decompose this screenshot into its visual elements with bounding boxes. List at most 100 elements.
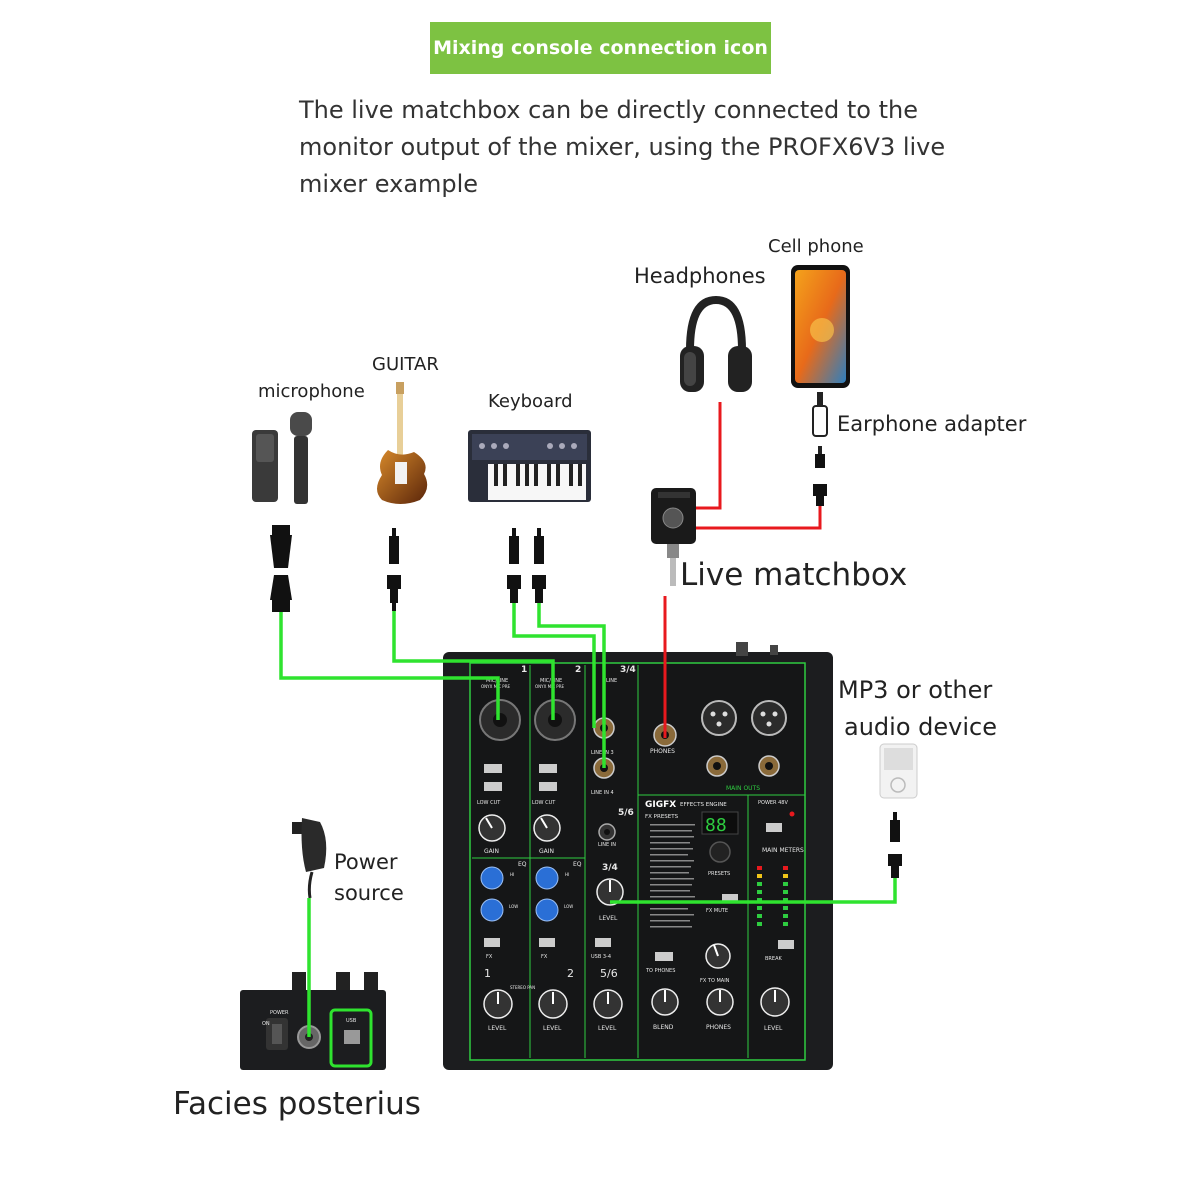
gigfx-logo: GIGFX: [645, 800, 676, 810]
green-cables: [279, 603, 897, 1037]
ch2-onyx-label: ONYX MIC PRE: [535, 684, 564, 689]
ch56-level-label: LEVEL: [598, 1025, 617, 1032]
power-source-label-line2: source: [334, 881, 404, 905]
usb34-label: USB 3-4: [591, 954, 611, 960]
ch2-number: 2: [567, 967, 574, 980]
fx-mute-label: FX MUTE: [706, 908, 728, 914]
effects-engine-label: EFFECTS ENGINE: [680, 802, 727, 808]
keyboard-icon: [468, 430, 591, 502]
microphone-icon: [252, 412, 312, 504]
intro-text: The live matchbox can be directly connec…: [299, 96, 946, 198]
ch2-low-label: LOW: [564, 904, 573, 909]
break-button[interactable]: [778, 940, 794, 949]
ch56-number: 5/6: [600, 967, 618, 980]
ch1-hi-label: HI: [510, 872, 514, 877]
rear-power-label: POWER: [270, 1010, 289, 1016]
main-level-meters: [757, 866, 788, 926]
ch1-low-label: LOW: [509, 904, 518, 909]
live-matchbox-icon: [651, 488, 696, 586]
xlr-connector-icon: [270, 525, 292, 612]
main-out-left-xlr[interactable]: [701, 700, 737, 736]
red-cables: [663, 402, 822, 738]
power-adapter-icon: [292, 818, 327, 899]
ch2-mic-line-label: MIC/LINE: [540, 678, 562, 684]
ch2-eq-label: EQ: [573, 861, 582, 868]
jack-connector-icon: [507, 528, 546, 603]
channel-56-label: 5/6: [618, 808, 634, 818]
ch34-level-text: LEVEL: [599, 915, 618, 922]
ch1-fx-button[interactable]: [484, 938, 500, 947]
channel-2-label: 2: [575, 665, 581, 675]
ch1-level-label: LEVEL: [488, 1025, 507, 1032]
line-in-label: LINE IN: [598, 842, 616, 848]
fx-to-main-label: FX TO MAIN: [700, 978, 730, 984]
earphone-adapter-label: Earphone adapter: [837, 412, 1027, 436]
rear-panel-label: Facies posterius: [173, 1086, 421, 1122]
keyboard-label: Keyboard: [488, 391, 573, 412]
guitar-label: GUITAR: [372, 354, 439, 375]
ch2-hi-label: HI: [565, 872, 569, 877]
ch1-gain-label: GAIN: [484, 848, 499, 855]
rear-panel-icon: POWER ON USB: [240, 972, 386, 1070]
power-source-label-line1: Power: [334, 850, 398, 874]
phones-label: PHONES: [650, 748, 675, 755]
channel-34-label: 3/4: [620, 665, 636, 675]
ch34-line-label: LINE: [606, 678, 617, 684]
jack-connector-icon: [387, 528, 401, 611]
main-level-label: LEVEL: [764, 1025, 783, 1032]
phantom-power-button[interactable]: [766, 823, 782, 832]
ch1-hi-eq-knob[interactable]: [480, 866, 504, 890]
ch2-level-label: LEVEL: [543, 1025, 562, 1032]
stereo-pan-label: STEREO PAN: [510, 985, 535, 990]
break-label: BREAK: [765, 956, 782, 962]
ch2-hi-eq-knob[interactable]: [535, 866, 559, 890]
ch1-fx-label: FX: [486, 954, 493, 960]
headphones-label: Headphones: [634, 264, 766, 288]
rear-on-label: ON: [262, 1021, 270, 1027]
ch2-lowcut-button[interactable]: [539, 782, 557, 791]
live-matchbox-label: Live matchbox: [680, 557, 908, 593]
ch2-lowcut-label: LOW CUT: [532, 800, 556, 806]
main-outs-label: MAIN OUTS: [726, 785, 760, 792]
guitar-icon: [377, 382, 428, 504]
to-phones-label: TO PHONES: [645, 968, 675, 974]
ch2-fx-label: FX: [541, 954, 548, 960]
to-phones-button[interactable]: [655, 952, 673, 961]
main-meters-label: MAIN METERS: [762, 847, 804, 854]
fx-mute-button[interactable]: [722, 894, 738, 902]
presets-knob[interactable]: [709, 841, 731, 863]
main-out-right-xlr[interactable]: [751, 700, 787, 736]
jack-connector-icon: [888, 812, 902, 878]
mp3-label-line2: audio device: [844, 713, 997, 741]
presets-label: PRESETS: [708, 871, 730, 877]
mixer-console: 1 2 3/4 MIC/LINE MIC/LINE ONYX MIC PRE O…: [443, 642, 833, 1070]
earphone-adapter-icon: [812, 392, 828, 506]
ch1-lowcut-label: LOW CUT: [477, 800, 501, 806]
usb34-button[interactable]: [595, 938, 611, 947]
line-in-4-label: LINE IN 4: [591, 790, 614, 796]
rear-usb-label: USB: [346, 1018, 357, 1024]
cell-phone-label: Cell phone: [768, 236, 864, 257]
ch1-number: 1: [484, 967, 491, 980]
ch1-hiz-button[interactable]: [484, 764, 502, 773]
preset-display: 88: [705, 815, 727, 836]
title-banner: Mixing console connection icon: [430, 22, 771, 74]
mp3-player-icon: [879, 743, 918, 799]
blend-label: BLEND: [653, 1024, 674, 1031]
power-48v-label: POWER 48V: [758, 800, 788, 806]
phones-level-label: PHONES: [706, 1024, 731, 1031]
ch1-low-eq-knob[interactable]: [480, 898, 504, 922]
ch2-low-eq-knob[interactable]: [535, 898, 559, 922]
microphone-label: microphone: [258, 381, 365, 402]
ch2-hiz-button[interactable]: [539, 764, 557, 773]
channel-34-level-label: 3/4: [602, 863, 618, 873]
ch2-fx-button[interactable]: [539, 938, 555, 947]
ch2-gain-label: GAIN: [539, 848, 554, 855]
ch1-eq-label: EQ: [518, 861, 527, 868]
channel-1-label: 1: [521, 665, 527, 675]
headphones-icon: [680, 295, 752, 392]
ch1-onyx-label: ONYX MIC PRE: [481, 684, 510, 689]
ch1-lowcut-button[interactable]: [484, 782, 502, 791]
cell-phone-icon: [791, 265, 850, 388]
fx-presets-label: FX PRESETS: [645, 814, 679, 820]
